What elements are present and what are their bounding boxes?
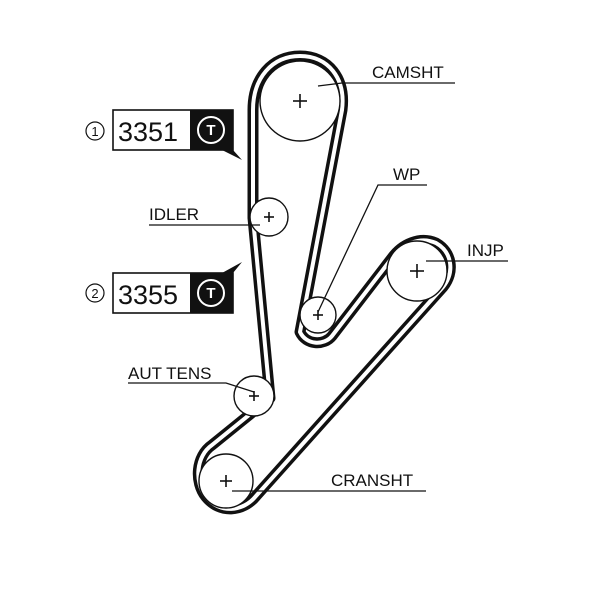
part-callout-1: 1 3351 T xyxy=(85,109,242,160)
camshaft-pulley xyxy=(259,60,341,142)
crankshaft-label: CRANSHT xyxy=(331,471,413,490)
injection-pump-pulley xyxy=(386,240,448,302)
part-number-circle xyxy=(85,283,105,303)
part-callout-2: 2 3355 T xyxy=(85,262,242,314)
callout-pointer xyxy=(222,150,242,160)
injection-pump-label: INJP xyxy=(467,241,504,260)
timing-belt-icon-letter: T xyxy=(206,122,215,139)
timing-belt-icon xyxy=(197,279,225,307)
callout-pointer xyxy=(222,262,242,273)
crankshaft-pulley xyxy=(198,453,254,509)
camshaft-label: CAMSHT xyxy=(372,63,444,82)
part-number: 2 xyxy=(91,286,98,301)
idler-label: IDLER xyxy=(149,205,199,224)
part-code: 3351 xyxy=(118,117,178,147)
water-pump-label: WP xyxy=(393,165,420,184)
water-pump-pulley xyxy=(299,296,337,334)
auto-tensioner-pulley xyxy=(233,375,275,417)
timing-belt-icon-letter: T xyxy=(206,285,215,302)
timing-belt-icon xyxy=(197,116,225,144)
auto-tensioner-label: AUT TENS xyxy=(128,364,211,383)
idler-pulley xyxy=(249,197,289,237)
part-number: 1 xyxy=(91,124,98,139)
timing-belt xyxy=(192,50,456,515)
part-number-circle xyxy=(85,121,105,141)
leader-lines xyxy=(128,82,508,492)
part-code: 3355 xyxy=(118,280,178,310)
